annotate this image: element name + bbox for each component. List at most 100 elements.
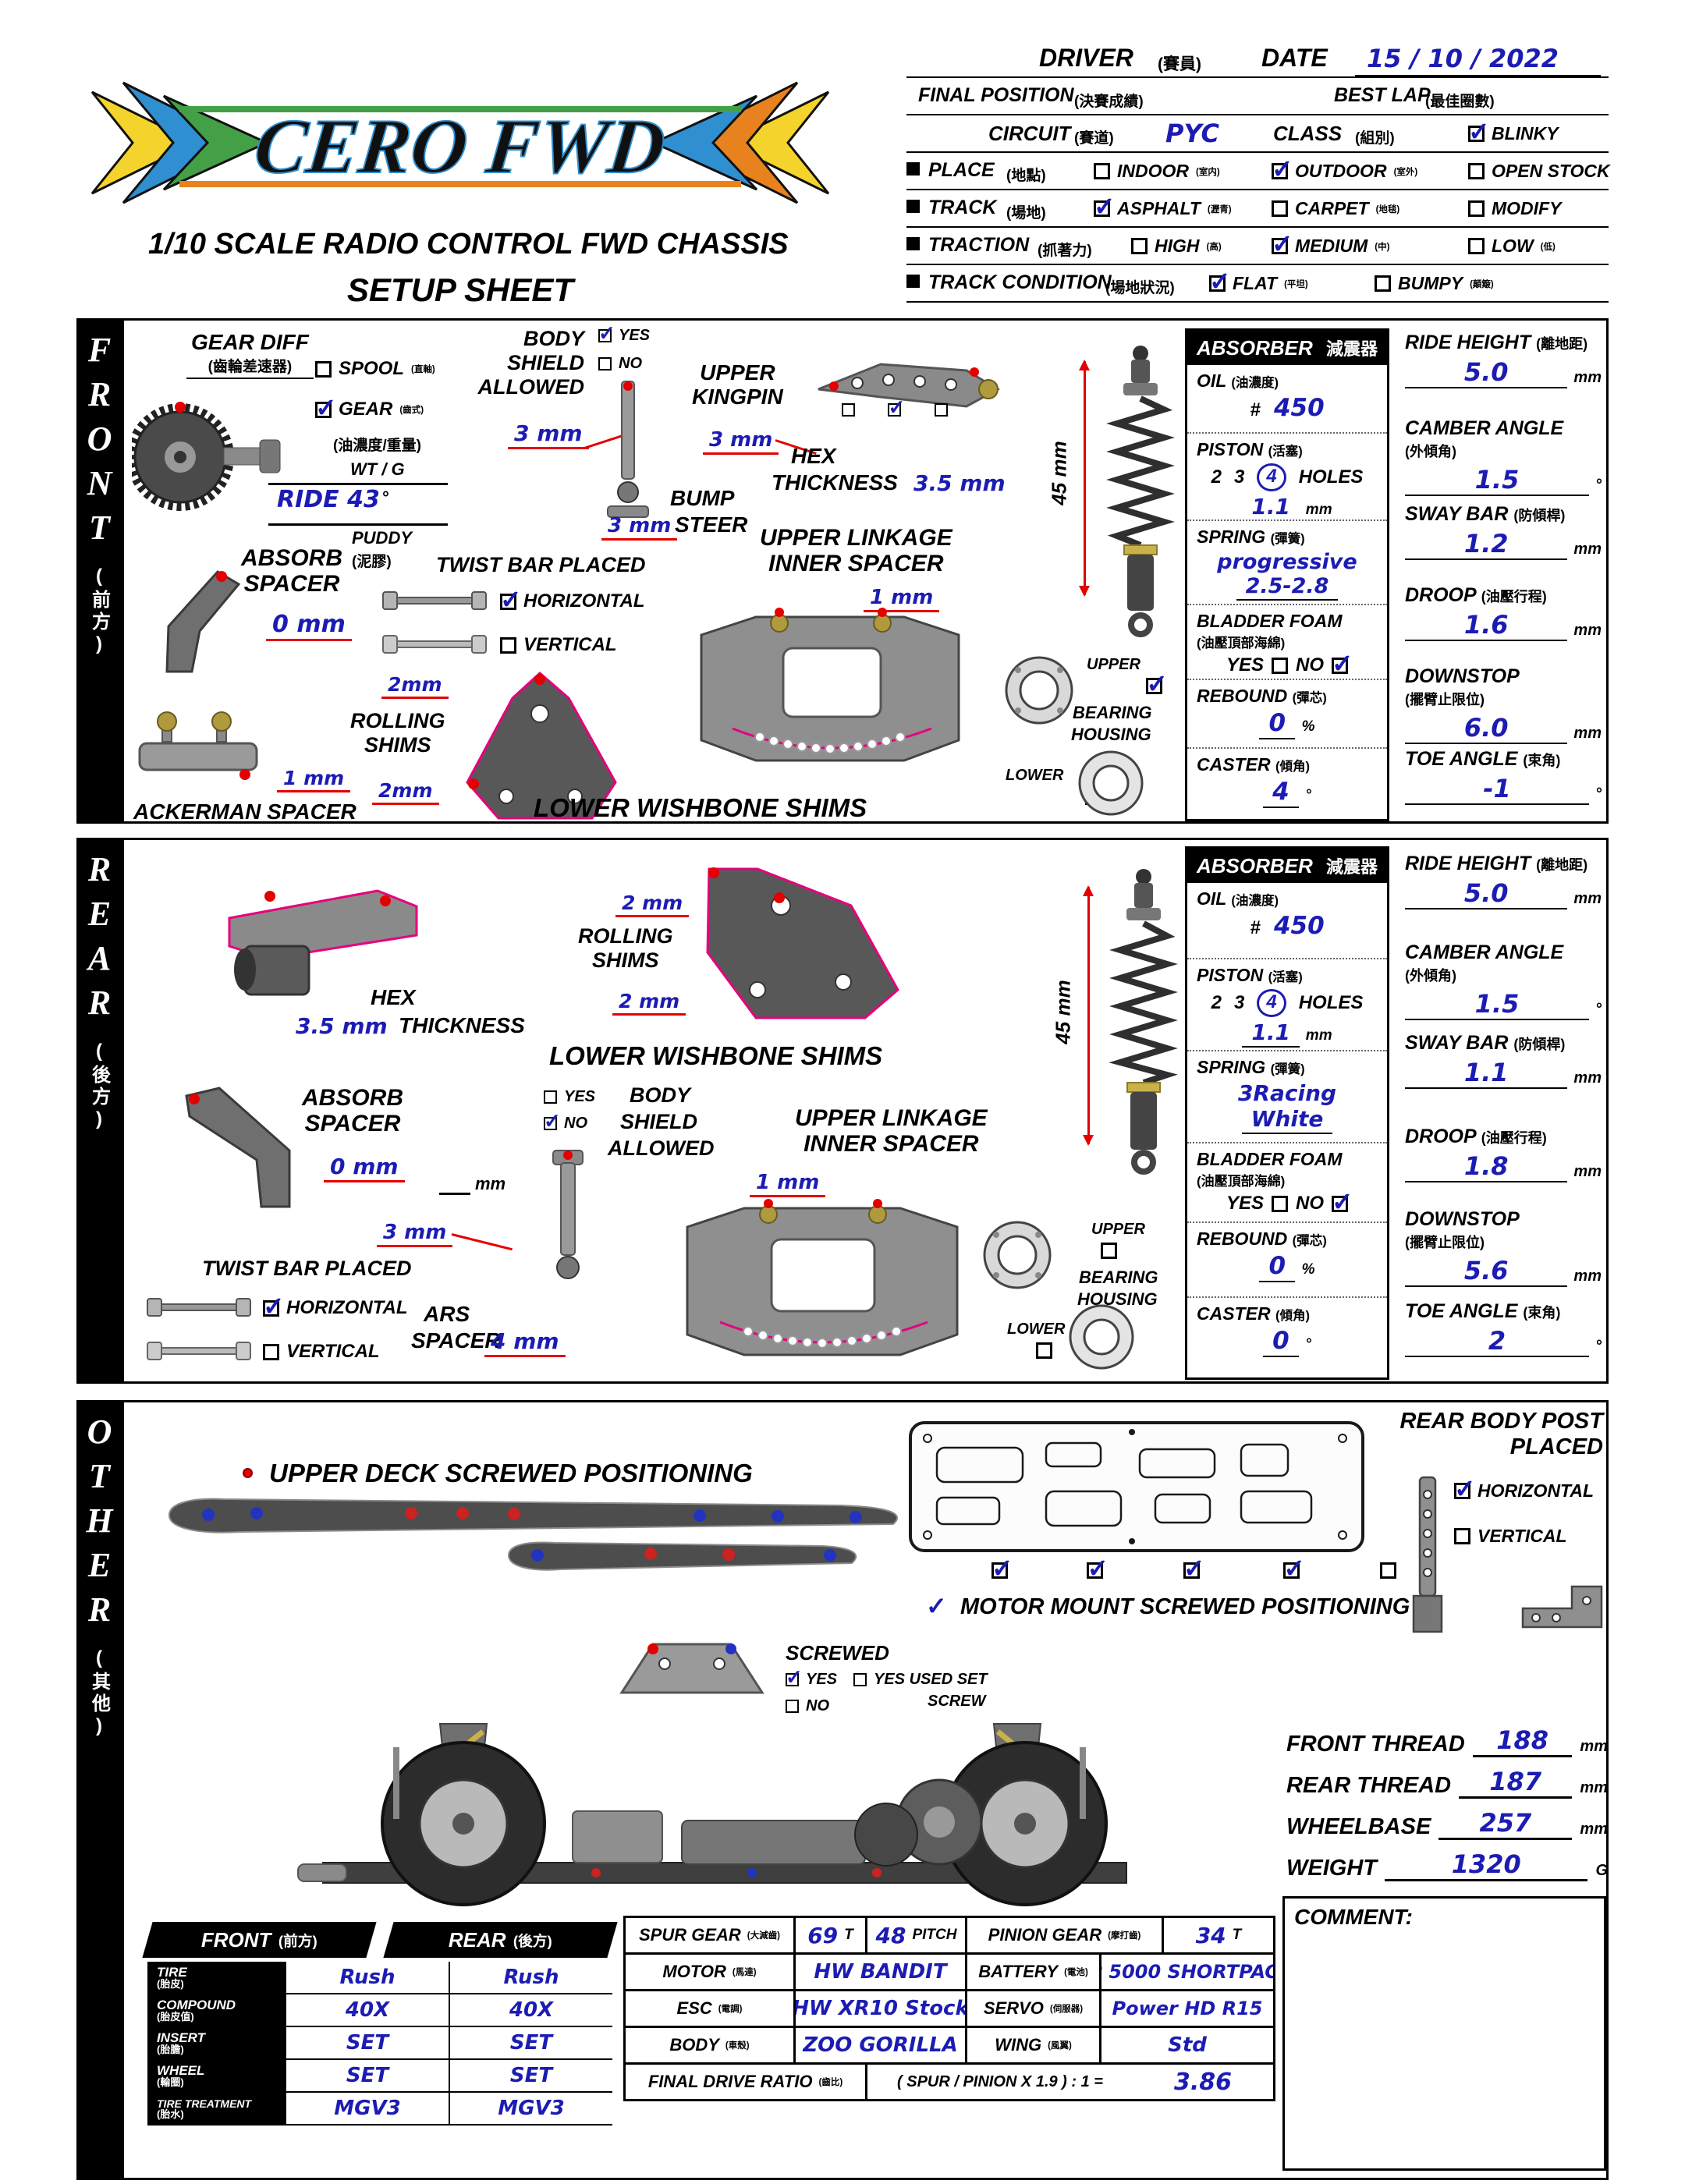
rear-body-post-horizontal-diagram [1521,1585,1603,1629]
front-spring-row: SPRING (彈簧) progressive 2.5-2.8 [1187,521,1387,605]
rear-twist-horizontal-checkbox[interactable] [263,1291,285,1321]
front-body-shield-no-checkbox[interactable] [598,357,612,370]
front-bearing-l2: HOUSING [1071,725,1151,744]
wing-label-cn: (風翼) [1048,2041,1072,2051]
front-body-shield-yes-checkbox[interactable] [598,321,615,346]
motor-mount-checkbox-2[interactable] [1087,1553,1109,1583]
front-sway-unit: mm [1573,541,1602,558]
front-spring-value-2: 2.5-2.8 [1236,574,1339,601]
front-gear-checkbox[interactable] [315,392,337,423]
date-value: 15 / 10 / 2022 [1367,44,1559,73]
front-camber-link-checkbox-2[interactable] [888,395,905,420]
rear-piston-value: 1.1 [1242,1019,1300,1048]
condition-bumpy-checkbox[interactable] [1375,275,1391,292]
traction-high-checkbox[interactable] [1131,238,1148,254]
rear-rolling-shims-label: ROLLING SHIMS [578,924,673,973]
motor-mount-checkbox-3[interactable] [1183,1553,1205,1583]
track-asphalt-checkbox[interactable] [1094,191,1116,222]
front-caster-unit: ° [1305,787,1311,803]
rear-body-post-vertical-diagram [1412,1476,1443,1633]
motor-mount-checkbox-5[interactable] [1379,1562,1396,1579]
front-body-shield-l3: ALLOWED [477,375,584,399]
front-twist-vertical-checkbox[interactable] [500,636,516,654]
place-outdoor-label: OUTDOOR [1295,161,1387,181]
rear-holes-label: HOLES [1298,992,1364,1013]
class-blinky-checkbox[interactable] [1468,116,1490,147]
traction-medium-checkbox[interactable] [1272,229,1293,259]
front-sway-label: SWAY BAR [1405,503,1509,525]
screwed-yes-checkbox[interactable] [786,1665,803,1689]
rear-piston-unit: mm [1305,1027,1332,1044]
class-modify-checkbox[interactable] [1468,200,1485,217]
rear-bearing-lower-checkbox[interactable] [1036,1342,1053,1359]
rear-toe-cn: (束角) [1523,1305,1561,1321]
rbp-horizontal-checkbox[interactable] [1454,1473,1476,1504]
rear-spring-row: SPRING (彈簧) 3Racing White [1187,1051,1387,1143]
front-sway-cn: (防傾桿) [1513,508,1566,523]
motor-mount-checkbox-4[interactable] [1283,1553,1305,1583]
front-spring-cn: (彈簧) [1270,531,1305,546]
best-lap-cn: (最佳圈數) [1425,94,1495,110]
gear-diff-title-cn: (齒輪差速器) [208,359,293,375]
condition-flat-checkbox[interactable] [1209,266,1231,296]
front-camber-link-checkbox-1[interactable] [842,403,855,417]
rear-oil-cn: (油濃度) [1231,893,1279,908]
rear-bladder-yes-checkbox[interactable] [1272,1195,1289,1212]
front-twist-horizontal-checkbox[interactable] [500,584,522,615]
front-camber-label: CAMBER ANGLE [1405,417,1564,439]
screwed-no-checkbox[interactable] [786,1700,799,1713]
tire-rear-h-cn: (後方) [513,1932,553,1949]
front-piston-cn: (活塞) [1268,444,1303,459]
front-puddy-label: PUDDY [352,528,413,548]
rear-twist-vertical-checkbox[interactable] [263,1343,279,1360]
rear-body-shield-yes-checkbox[interactable] [544,1090,557,1104]
traction-low-checkbox[interactable] [1468,238,1485,254]
place-outdoor-checkbox[interactable] [1272,154,1293,184]
front-lower-arm-diagram [466,671,617,820]
rear-caster-cn: (傾角) [1275,1308,1311,1323]
place-indoor-checkbox[interactable] [1094,163,1110,179]
front-bladder-no-label: NO [1296,654,1325,675]
rbp-vertical-checkbox[interactable] [1454,1528,1470,1544]
class-openstock-checkbox[interactable] [1468,163,1485,179]
treatment-front-value: MGV3 [334,2097,401,2120]
front-body-shield-label: BODY SHIELD ALLOWED [467,327,584,399]
rear-hex-label: HEX [371,985,416,1009]
servo-value: Power HD R15 [1112,1998,1263,2019]
rear-bearing-upper-checkbox[interactable] [1101,1243,1117,1259]
rear-body-shield-no-checkbox[interactable] [544,1109,561,1133]
driver-label-cn: (賽員) [1158,55,1201,73]
motor-mount-checkbox-1[interactable] [991,1553,1013,1583]
comment-box[interactable]: COMMENT: [1282,1896,1606,2171]
rear-linkage-l1: UPPER LINKAGE [795,1105,988,1131]
gear-diff-title: GEAR DIFF [191,330,309,354]
rear-toe-value: 2 [1405,1326,1589,1357]
front-thread-value: 188 [1472,1725,1573,1757]
front-bladder-no-checkbox[interactable] [1332,648,1353,679]
rear-piston-row: PISTON (活塞) 2 3 4 HOLES 1.1 mm [1187,959,1387,1051]
rear-downstop-cn: (擺臂止限位) [1405,1235,1485,1250]
rear-oil-label: OIL [1197,888,1226,909]
front-bladder-yes-checkbox[interactable] [1272,657,1289,674]
rear-bar-label-cn: (後方) [88,1041,110,1133]
rear-caster-value: 0 [1263,1327,1299,1357]
front-section: GEAR DIFF (齒輪差速器) SPOOL (直軸) GEAR (齒式) (… [122,318,1609,824]
rear-absorb-l2: SPACER [304,1111,401,1136]
front-camber-link-checkbox-3[interactable] [934,403,948,417]
screwed-used-label: YES USED SET [874,1671,988,1688]
track-carpet-checkbox[interactable] [1272,200,1288,217]
rear-post-value: 3 mm [377,1221,453,1247]
front-bar-label-cn: (前方) [88,566,110,658]
pinion-label: PINION GEAR [988,1925,1102,1945]
front-diff-oil-value: RIDE 43 [277,486,380,513]
tire-table-front-header: FRONT(前方) [142,1922,377,1958]
front-piston-unit: mm [1305,502,1332,518]
screwed-used-checkbox[interactable] [853,1673,867,1686]
front-bearing-upper-diagram [1005,656,1073,725]
front-spool-checkbox[interactable] [315,360,332,378]
rear-bladder-no-checkbox[interactable] [1332,1186,1353,1217]
front-bearing-upper-checkbox[interactable] [1146,668,1168,699]
